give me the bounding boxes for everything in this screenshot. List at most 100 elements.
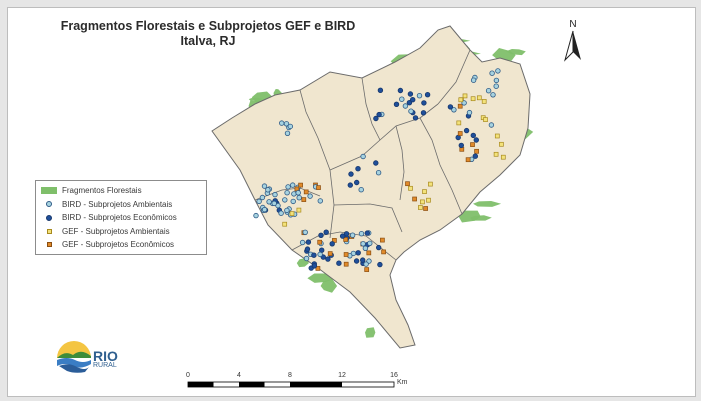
district-boundary — [329, 103, 439, 171]
site-bird-amb — [360, 153, 366, 160]
forest-fragment — [473, 201, 502, 207]
site-bird-eco — [353, 258, 360, 264]
site-bird-amb — [265, 187, 271, 193]
map-title-line2: Italva, RJ — [180, 34, 236, 48]
site-gef-amb — [422, 189, 427, 194]
forest-fragment — [365, 327, 376, 338]
map-legend: Fragmentos Florestais BIRD - Subprojetos… — [35, 180, 207, 255]
site-bird-eco — [376, 111, 382, 118]
legend-label-forest: Fragmentos Florestais — [62, 186, 142, 196]
site-bird-amb — [489, 70, 495, 76]
site-bird-amb — [488, 122, 495, 128]
district-boundary — [419, 117, 463, 215]
forest-fragment — [470, 215, 492, 221]
site-bird-eco — [305, 239, 312, 245]
site-gef-amb — [426, 197, 431, 203]
site-bird-amb — [362, 245, 369, 251]
legend-label-gef-economicos: GEF - Subprojetos Econômicos — [62, 240, 175, 250]
site-bird-amb — [408, 108, 414, 114]
site-gef-eco — [343, 252, 349, 257]
site-gef-amb — [428, 181, 433, 187]
site-gef-amb — [418, 205, 423, 210]
site-gef-amb — [493, 151, 499, 157]
site-gef-amb — [408, 185, 413, 191]
site-bird-amb — [375, 169, 382, 176]
site-bird-amb — [485, 87, 492, 94]
legend-item-bird-ambientais: BIRD - Subprojetos Ambientais — [40, 198, 206, 212]
site-gef-amb — [494, 133, 500, 139]
site-bird-eco — [470, 132, 476, 139]
site-gef-eco — [381, 249, 386, 255]
site-bird-eco — [455, 134, 461, 141]
site-bird-amb — [290, 198, 296, 205]
site-bird-amb — [282, 197, 288, 203]
site-bird-amb — [272, 191, 278, 198]
site-bird-amb — [256, 198, 262, 205]
site-bird-amb — [363, 261, 369, 267]
site-bird-eco — [348, 171, 354, 177]
site-gef-amb — [483, 117, 488, 122]
site-gef-amb — [462, 93, 468, 99]
district-boundary — [299, 89, 335, 239]
site-bird-amb — [360, 241, 366, 247]
site-bird-amb — [493, 83, 499, 89]
site-bird-eco — [420, 110, 427, 116]
site-gef-eco — [364, 267, 370, 272]
site-gef-eco — [303, 189, 309, 195]
site-bird-amb — [279, 120, 285, 126]
north-arrow-icon — [564, 30, 581, 62]
site-bird-amb — [451, 107, 457, 113]
site-gef-amb — [282, 221, 288, 227]
site-gef-amb — [481, 99, 487, 104]
site-bird-eco — [407, 91, 414, 97]
subprojects-layer — [253, 68, 506, 272]
site-bird-eco — [355, 250, 361, 256]
scale-bar-graphic — [187, 381, 395, 388]
site-gef-amb — [499, 141, 504, 147]
scale-tick-4: 4 — [237, 372, 241, 379]
site-gef-eco — [343, 237, 349, 242]
site-bird-eco — [421, 100, 427, 106]
district-boundary — [437, 49, 471, 105]
site-gef-eco — [317, 239, 323, 245]
legend-label-bird-ambientais: BIRD - Subprojetos Ambientais — [62, 199, 173, 209]
map-title: Fragmentos Florestais e Subprojetos GEF … — [28, 19, 388, 49]
site-bird-amb — [317, 251, 323, 258]
site-bird-amb — [291, 191, 297, 197]
site-bird-amb — [296, 194, 302, 201]
site-bird-amb — [287, 123, 293, 130]
site-bird-amb — [470, 77, 477, 83]
site-bird-amb — [466, 109, 473, 116]
site-bird-eco — [406, 99, 413, 106]
site-bird-eco — [323, 229, 329, 235]
legend-symbol-bird-ambientais — [40, 201, 58, 208]
site-bird-amb — [416, 92, 423, 99]
site-gef-eco — [457, 103, 463, 109]
scale-tick-8: 8 — [288, 372, 292, 379]
site-gef-eco — [405, 181, 410, 187]
site-bird-amb — [490, 92, 496, 98]
site-bird-amb — [358, 186, 364, 193]
site-bird-eco — [311, 263, 318, 269]
site-bird-eco — [354, 179, 360, 186]
site-bird-eco — [339, 233, 346, 239]
site-bird-eco — [463, 127, 470, 134]
site-bird-eco — [472, 153, 478, 159]
site-bird-amb — [495, 68, 501, 74]
municipality-layer — [211, 25, 531, 349]
site-gef-amb — [296, 207, 302, 213]
site-bird-amb — [302, 229, 308, 235]
site-gef-eco — [423, 206, 428, 211]
site-bird-eco — [447, 104, 454, 110]
site-bird-eco — [376, 244, 382, 251]
legend-symbol-bird-economicos — [40, 214, 58, 221]
site-bird-amb — [367, 240, 373, 246]
forest-fragment — [320, 278, 338, 293]
site-bird-amb — [402, 103, 409, 109]
legend-symbol-forest — [40, 187, 58, 195]
site-bird-amb — [261, 206, 268, 213]
site-bird-eco — [397, 87, 404, 94]
site-gef-eco — [315, 266, 321, 271]
site-gef-amb — [289, 211, 295, 216]
legend-item-bird-economicos: BIRD - Subprojetos Econômicos — [40, 211, 206, 225]
